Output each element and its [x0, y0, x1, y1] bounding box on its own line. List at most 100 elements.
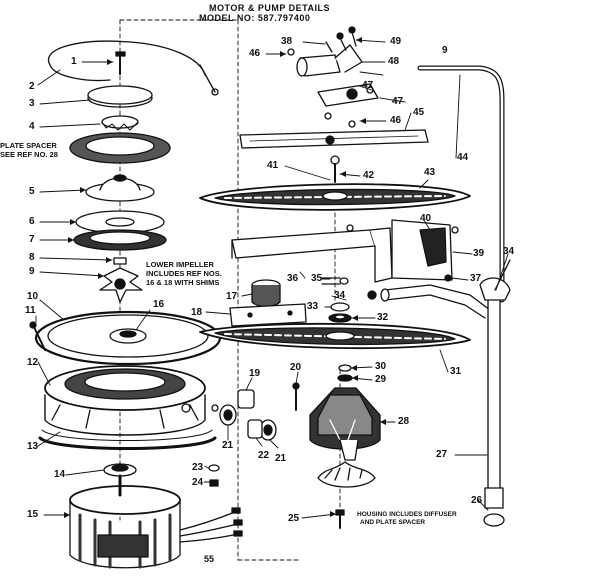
part-15-motor [69, 474, 243, 569]
arrowheads [64, 37, 386, 518]
callout-2: 2 [29, 81, 35, 92]
callout-18: 18 [191, 307, 203, 318]
part-8-nut [113, 257, 127, 265]
callout-9-tube: 9 [442, 45, 448, 56]
callout-29: 29 [375, 374, 387, 385]
callout-27: 27 [436, 449, 448, 460]
callout-14: 14 [54, 469, 66, 480]
part-28-housing [309, 387, 381, 461]
callout-41: 41 [267, 160, 279, 171]
callout-31: 31 [450, 366, 462, 377]
callout-39: 39 [473, 248, 485, 259]
note-housing-line2: AND PLATE SPACER [360, 519, 426, 526]
part-5-hub [85, 174, 155, 202]
callout-37: 37 [470, 273, 482, 284]
note-housing-line1: HOUSING INCLUDES DIFFUSER [357, 511, 457, 518]
part-13-clamp [38, 429, 217, 450]
page-number: 55 [204, 554, 215, 564]
part-9-tube [417, 65, 505, 303]
leader-lines [35, 39, 509, 519]
callout-48: 48 [388, 56, 400, 67]
note-impeller-line3: 16 & 18 WITH SHIMS [146, 278, 220, 287]
part-31-lower-spray-arm [199, 322, 471, 350]
callout-4: 4 [29, 121, 35, 132]
part-26-cap [483, 487, 505, 527]
callout-33: 33 [307, 301, 319, 312]
part-14-coupling [103, 463, 137, 477]
callout-8: 8 [29, 252, 35, 263]
callout-19: 19 [249, 368, 261, 379]
part-9-impeller [99, 267, 143, 303]
callout-49: 49 [390, 36, 402, 47]
callout-47-right: 47 [392, 96, 404, 107]
parts-32-33-seals [328, 302, 352, 323]
callout-47-left: 47 [362, 80, 374, 91]
note-impeller-line1: LOWER IMPELLER [146, 260, 214, 269]
callout-42: 42 [363, 170, 375, 181]
callout-1: 1 [71, 56, 77, 67]
part-3-disc [87, 85, 153, 108]
callout-45: 45 [413, 107, 425, 118]
callout-24: 24 [192, 477, 204, 488]
callout-12: 12 [27, 357, 39, 368]
callout-7: 7 [29, 234, 35, 245]
callout-16: 16 [153, 299, 165, 310]
parts-34-35-37-fittings [321, 277, 491, 319]
note-plate-spacer-line2: SEE REF NO. 28 [0, 150, 58, 159]
callout-3: 3 [29, 98, 35, 109]
part-16-seal [109, 328, 147, 344]
callout-32: 32 [377, 312, 389, 323]
callout-34-upper: 34 [503, 246, 515, 257]
assembly-guide-lines [119, 19, 341, 561]
callout-44: 44 [457, 152, 469, 163]
part-11-screw [29, 321, 46, 351]
part-18-bracket [229, 303, 307, 327]
callout-43: 43 [424, 167, 436, 178]
part-42-screw [330, 155, 340, 183]
part-27-tube [479, 259, 511, 491]
callout-21-left: 21 [222, 440, 234, 451]
part-1-screw [115, 51, 126, 75]
callout-20: 20 [290, 362, 302, 373]
callout-46-right: 46 [390, 115, 402, 126]
part-12-pump-body [44, 365, 219, 436]
callout-21-right: 21 [275, 453, 287, 464]
callout-35: 35 [311, 273, 323, 284]
parts-19-22-fittings [219, 382, 300, 441]
callout-36: 36 [287, 273, 299, 284]
callout-9-impeller: 9 [29, 266, 35, 277]
part-4-gear [101, 115, 139, 131]
callout-38: 38 [281, 36, 293, 47]
callout-17: 17 [226, 291, 238, 302]
callout-5: 5 [29, 186, 35, 197]
part-43-spray-arm [199, 183, 471, 211]
note-plate-spacer-line1: PLATE SPACER [0, 141, 57, 150]
part-7-gasket [73, 229, 167, 251]
part-17-cap [251, 279, 281, 308]
callout-25: 25 [288, 513, 300, 524]
model-number: MODEL NO: 587.797400 [199, 13, 311, 23]
diagram-title: MOTOR & PUMP DETAILS [209, 3, 331, 13]
callout-13: 13 [27, 441, 39, 452]
callout-28: 28 [398, 416, 410, 427]
parts-38-49-bracket [287, 26, 379, 128]
callout-46-left: 46 [249, 48, 261, 59]
part-45-upper-arm [239, 129, 429, 149]
callout-23: 23 [192, 462, 204, 473]
callout-15: 15 [27, 509, 39, 520]
part-36-manifold [231, 219, 459, 283]
callout-26: 26 [471, 495, 483, 506]
callout-10: 10 [27, 291, 39, 302]
callout-11: 11 [25, 305, 36, 316]
part-23-24-screws [208, 464, 220, 487]
callout-22: 22 [258, 450, 270, 461]
callout-6: 6 [29, 216, 35, 227]
callout-30: 30 [375, 361, 387, 372]
callout-40: 40 [420, 213, 432, 224]
note-impeller-line2: INCLUDES REF NOS. [146, 269, 222, 278]
part-2-harness [47, 40, 219, 96]
plate-spacer-ring [69, 132, 171, 164]
diffuser-blades [317, 461, 376, 488]
